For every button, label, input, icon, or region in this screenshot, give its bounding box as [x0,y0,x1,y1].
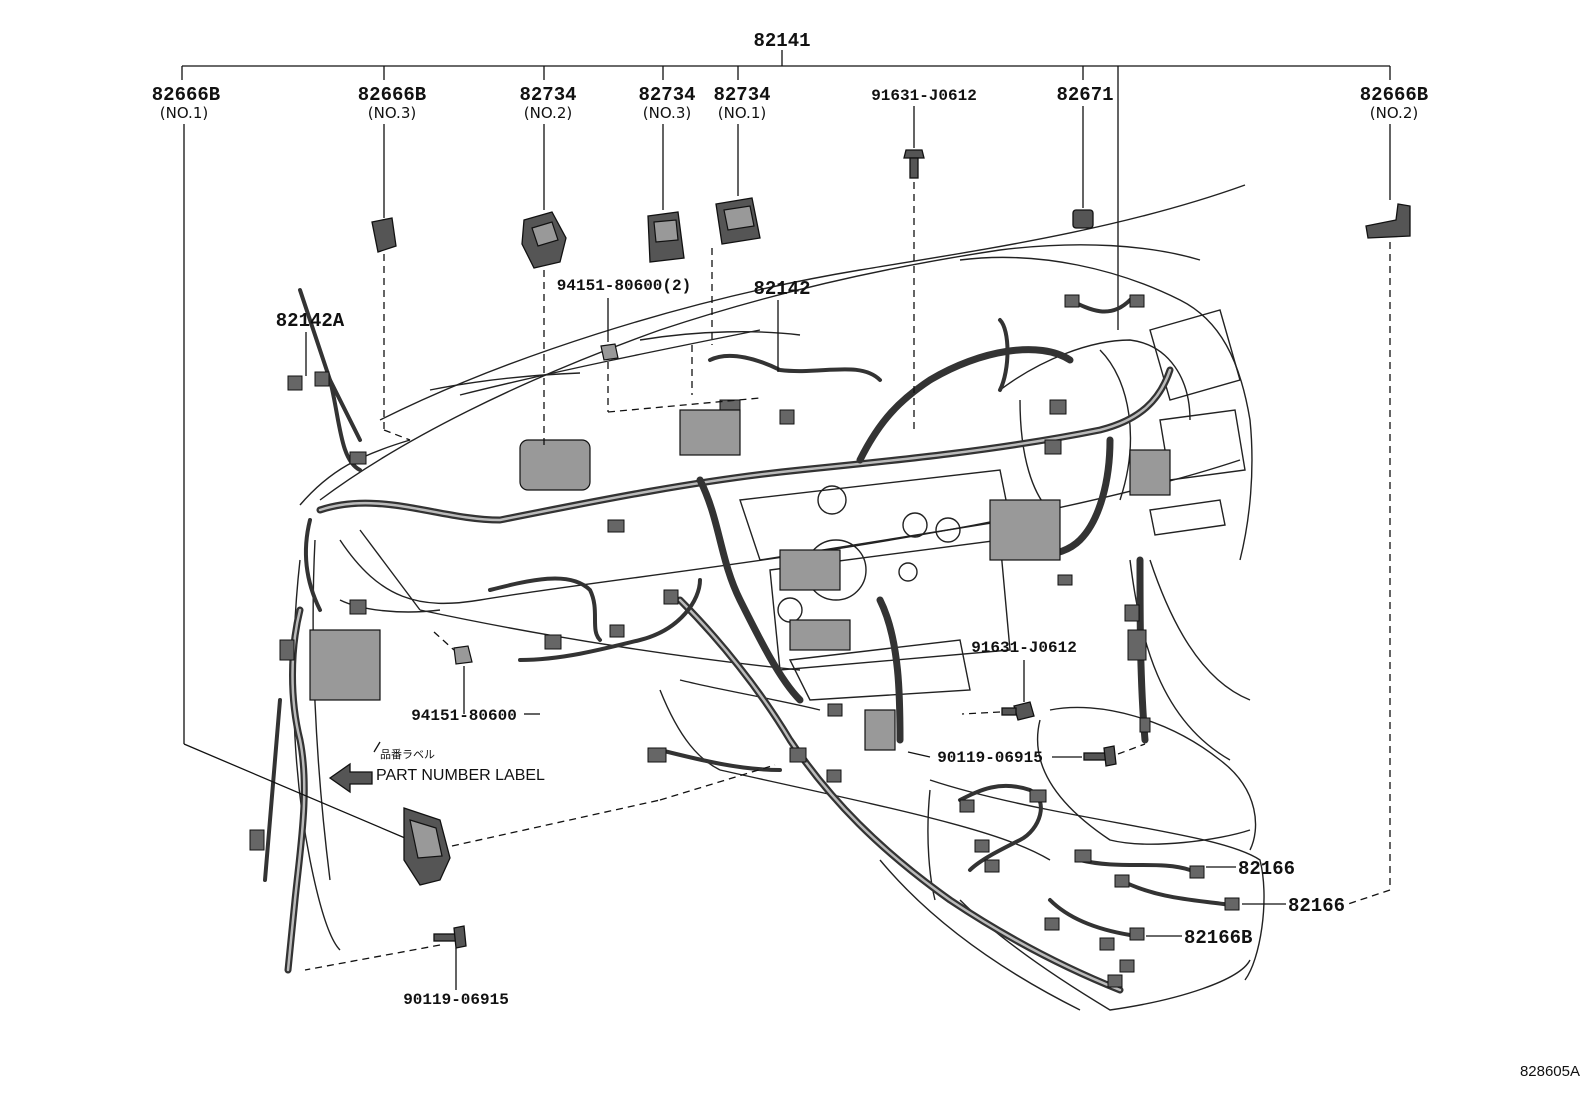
part-82671 [1072,106,1094,229]
clip-82666b-no2-icon [1365,203,1411,239]
label-part-number-en: PART NUMBER LABEL [376,767,545,784]
part-91631-j0612-top [903,106,925,430]
part-90119-06915-right [907,743,1146,767]
label-82734-no3-sub: (NO.3) [643,104,691,122]
label-94151-80600-left: 94151-80600 [411,707,517,725]
label-82734-no3: 82734 [638,84,695,106]
block-82671-icon [1072,209,1094,229]
part-82666b-no2 [1344,124,1411,906]
label-82141: 82141 [753,30,810,52]
nut-94151-left-icon [453,645,473,665]
harness-connectors [249,294,1240,988]
bolt-91631-top-icon [903,149,925,159]
bolt-90119-bottom-icon [453,925,467,949]
part-90119-06915-bottom [304,925,467,990]
label-90119-06915-right: 90119-06915 [937,749,1043,767]
diagram-code: 828605A [1520,1063,1580,1080]
label-82142: 82142 [753,278,810,300]
label-82142a: 82142A [276,310,345,332]
label-91631-j0612-mid: 91631-J0612 [971,639,1077,657]
label-82734-no2: 82734 [519,84,576,106]
part-82734-no1 [691,124,761,395]
label-part-number-jp: 品番ラベル [380,748,435,761]
label-82166b: 82166B [1184,927,1252,949]
arrow-left-icon [328,762,373,794]
label-82734-no1: 82734 [713,84,770,106]
main-wiring [263,288,1232,994]
label-82666b-no1: 82666B [152,84,220,106]
label-82671: 82671 [1056,84,1113,106]
part-82666b-no1 [403,764,776,886]
label-82734-no2-sub: (NO.2) [524,104,572,122]
label-90119-06915-bottom: 90119-06915 [403,991,509,1009]
part-number-label-callout [328,741,381,794]
part-82666b-no3 [371,124,411,441]
label-82666b-no1-sub: (NO.1) [160,104,208,122]
label-82666b-no2: 82666B [1360,84,1428,106]
nut-94151-x2-icon [600,343,619,361]
bolt-91631-mid-icon [1013,701,1035,721]
dashboard-outline [292,184,1265,1011]
label-82166-a: 82166 [1238,858,1295,880]
clip-82666b-no3-icon [371,217,397,253]
bolt-90119-right-icon [1103,745,1117,767]
label-91631-j0612-top: 91631-J0612 [871,87,977,105]
leader-82666b-no1 [183,124,406,839]
label-82666b-no2-sub: (NO.2) [1370,104,1418,122]
label-94151-80600-x2: 94151-80600(2) [557,277,691,295]
part-94151-80600-left [433,631,473,714]
label-82666b-no3: 82666B [358,84,426,106]
part-82734-no2 [521,124,567,450]
label-82734-no1-sub: (NO.1) [718,104,766,122]
part-91631-j0612-mid [961,660,1035,721]
part-94151-80600-x2 [600,298,761,413]
part-82734-no3 [647,124,685,263]
label-82166-b: 82166 [1288,895,1345,917]
main-harness-bracket [181,50,1391,330]
label-82666b-no3-sub: (NO.3) [368,104,416,122]
